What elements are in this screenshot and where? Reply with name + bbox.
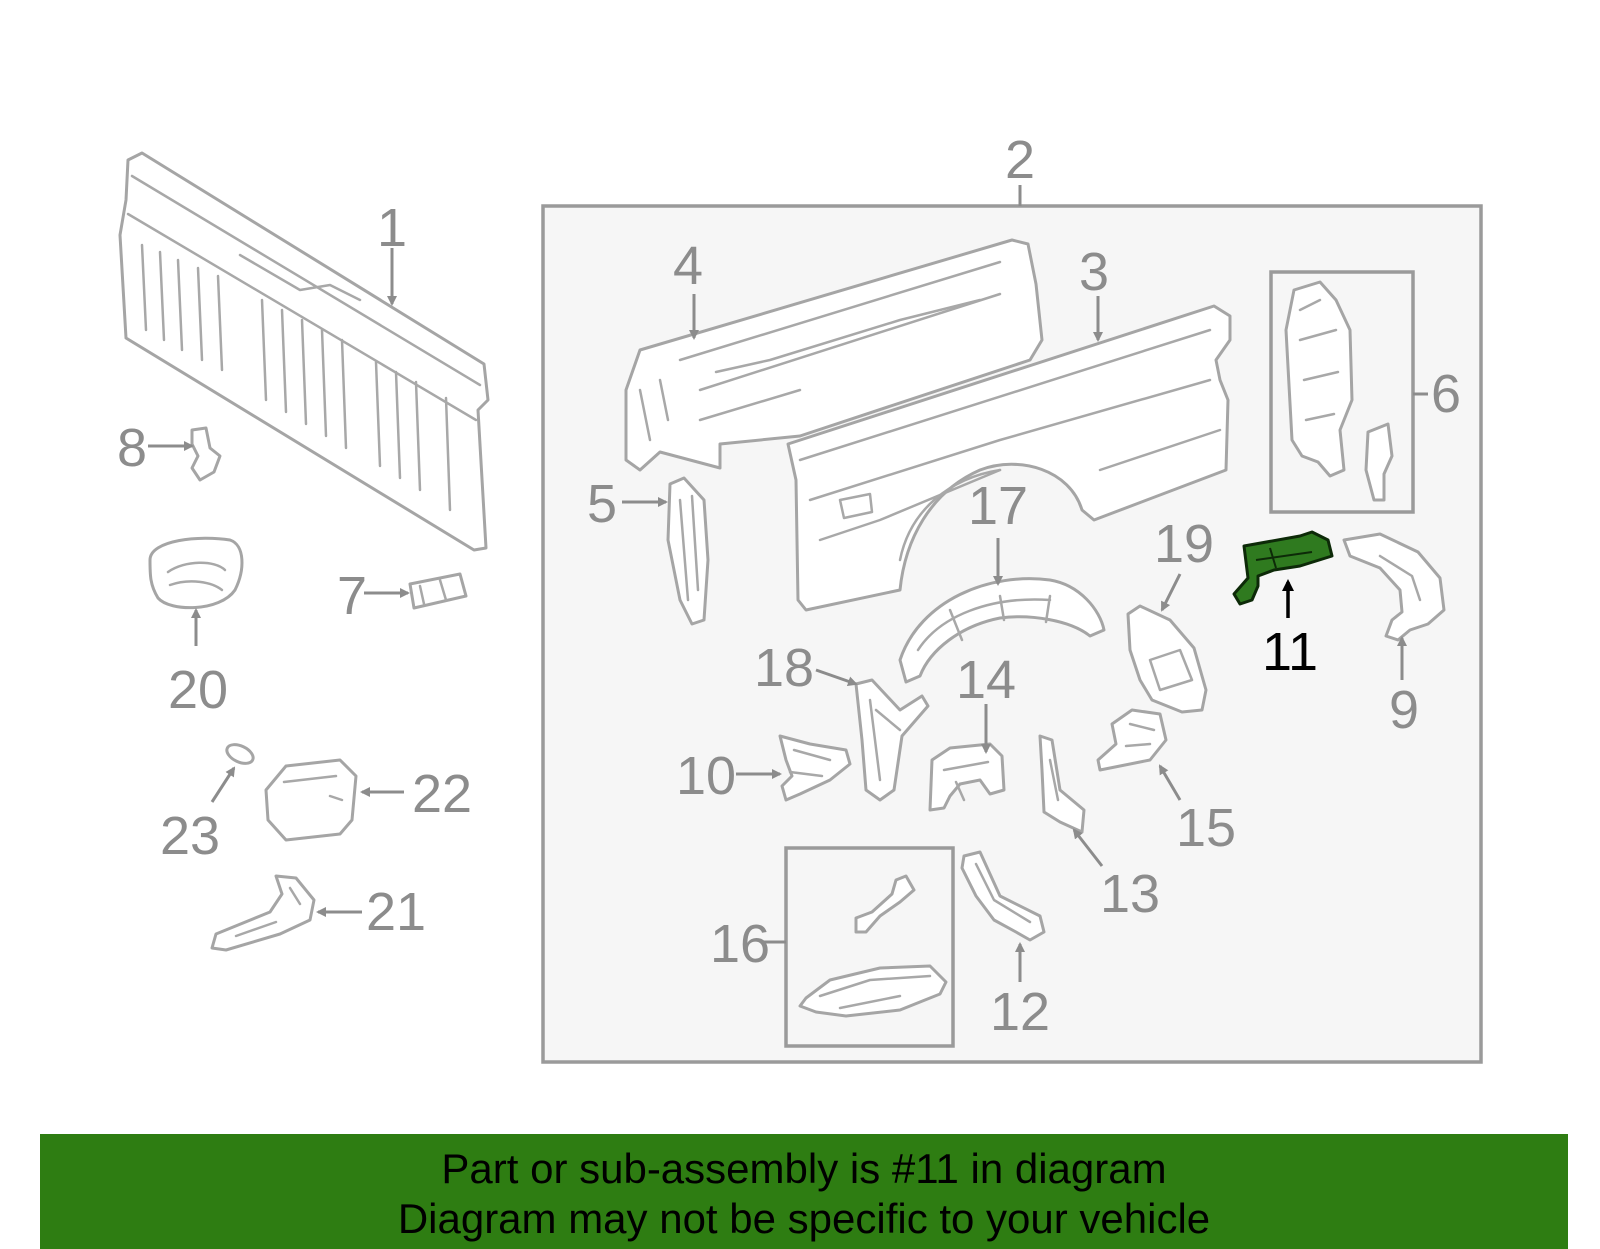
label-part-2: 2: [1005, 130, 1035, 190]
label-part-19: 19: [1154, 514, 1214, 574]
part-22-fuel-door[interactable]: [264, 758, 358, 842]
label-part-22: 22: [412, 764, 472, 824]
part-3-outer-panel[interactable]: [786, 304, 1232, 612]
label-part-23: 23: [160, 806, 220, 866]
label-part-15: 15: [1176, 798, 1236, 858]
part-1-front-panel[interactable]: [118, 151, 490, 552]
label-part-10: 10: [676, 746, 736, 806]
label-part-18: 18: [754, 638, 814, 698]
part-23-grommet[interactable]: [224, 741, 256, 767]
part-19-panel[interactable]: [1126, 604, 1208, 714]
label-part-17: 17: [968, 476, 1028, 536]
label-part-5: 5: [587, 474, 617, 534]
label-part-20: 20: [168, 660, 228, 720]
part-18-gusset[interactable]: [854, 678, 930, 802]
info-banner: Part or sub-assembly is #11 in diagram D…: [40, 1134, 1568, 1249]
label-part-13: 13: [1100, 864, 1160, 924]
part-5-pillar[interactable]: [666, 476, 710, 626]
part-4-inner-panel[interactable]: [624, 238, 1044, 472]
label-part-14: 14: [956, 650, 1016, 710]
part-16-tray[interactable]: [798, 874, 948, 1018]
part-12-bracket[interactable]: [960, 850, 1046, 942]
banner-line-disclaimer: Diagram may not be specific to your vehi…: [397, 1195, 1211, 1242]
label-part-6: 6: [1431, 364, 1461, 424]
part-11-bracket-highlighted[interactable]: [1232, 530, 1334, 606]
banner-line-part: Part or sub-assembly is #11 in diagram: [441, 1145, 1167, 1192]
label-part-11: 11: [1262, 622, 1318, 682]
label-part-4: 4: [673, 236, 703, 296]
part-16-subassembly-box: [784, 846, 955, 1048]
label-part-3: 3: [1079, 242, 1109, 302]
label-part-9: 9: [1389, 680, 1419, 740]
label-part-21: 21: [366, 882, 426, 942]
label-part-16: 16: [710, 914, 770, 974]
part-8-hinge-bracket[interactable]: [190, 426, 222, 482]
part-15-bracket[interactable]: [1096, 708, 1168, 772]
part-7-block[interactable]: [408, 572, 468, 610]
part-17-wheelhouse[interactable]: [898, 577, 1106, 684]
part-6-corner-post[interactable]: [1284, 280, 1394, 502]
part-10-bracket[interactable]: [778, 734, 852, 802]
label-part-12: 12: [990, 982, 1050, 1042]
label-part-1: 1: [377, 198, 407, 258]
label-part-8: 8: [117, 418, 147, 478]
part-21-brace[interactable]: [210, 874, 316, 952]
label-part-7: 7: [337, 566, 367, 626]
part-20-handle[interactable]: [148, 536, 244, 610]
